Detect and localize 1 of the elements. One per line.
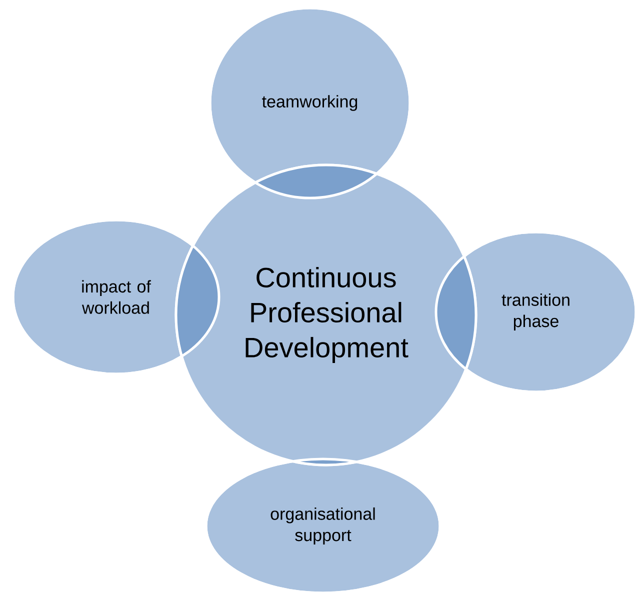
node-label: transition phase	[502, 293, 570, 331]
